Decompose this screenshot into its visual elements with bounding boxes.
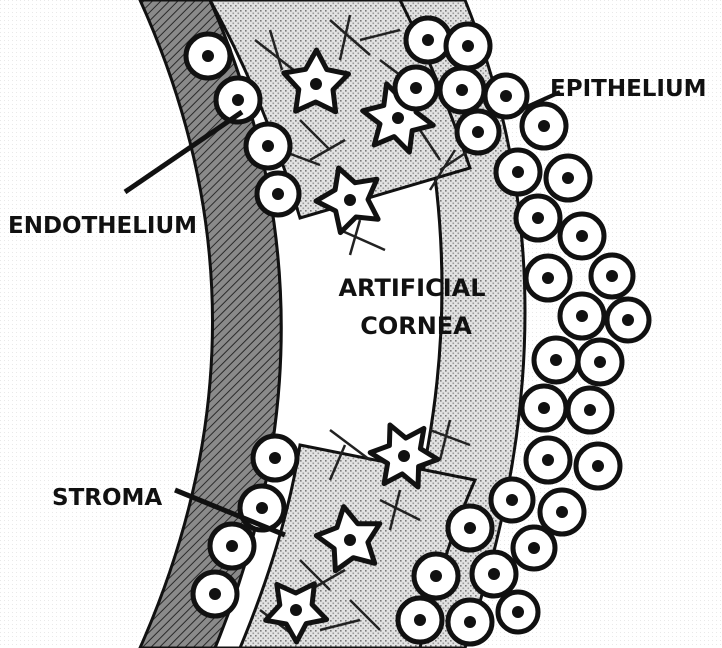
round-cell	[414, 554, 458, 598]
round-cell	[607, 299, 649, 341]
round-cell	[440, 68, 484, 112]
round-cell	[496, 150, 540, 194]
round-cell	[591, 255, 633, 297]
round-cell	[398, 598, 442, 642]
round-cell	[210, 524, 254, 568]
epithelium-label: EPITHELIUM	[550, 76, 707, 102]
center-label-line2: CORNEA	[360, 312, 472, 340]
round-cell	[513, 527, 555, 569]
round-cell	[522, 104, 566, 148]
round-cell	[498, 592, 538, 632]
round-cell	[446, 24, 490, 68]
round-cell	[406, 18, 450, 62]
round-cell	[526, 256, 570, 300]
round-cell	[526, 438, 570, 482]
round-cell	[193, 572, 237, 616]
round-cell	[395, 67, 437, 109]
round-cell	[522, 386, 566, 430]
round-cell	[472, 552, 516, 596]
round-cell	[560, 294, 604, 338]
round-cell	[448, 600, 492, 644]
round-cell	[546, 156, 590, 200]
center-label-line1: ARTIFICIAL	[338, 274, 485, 302]
stroma-label: STROMA	[52, 485, 162, 511]
round-cell	[516, 196, 560, 240]
round-cell	[568, 388, 612, 432]
round-cell	[560, 214, 604, 258]
round-cell	[491, 479, 533, 521]
round-cell	[448, 506, 492, 550]
round-cell	[578, 340, 622, 384]
round-cell	[540, 490, 584, 534]
round-cell	[576, 444, 620, 488]
endothelium-label: ENDOTHELIUM	[8, 213, 197, 239]
round-cell	[246, 124, 290, 168]
round-cell	[253, 436, 297, 480]
round-cell	[257, 173, 299, 215]
round-cell	[186, 34, 230, 78]
round-cell	[457, 111, 499, 153]
round-cell	[534, 338, 578, 382]
